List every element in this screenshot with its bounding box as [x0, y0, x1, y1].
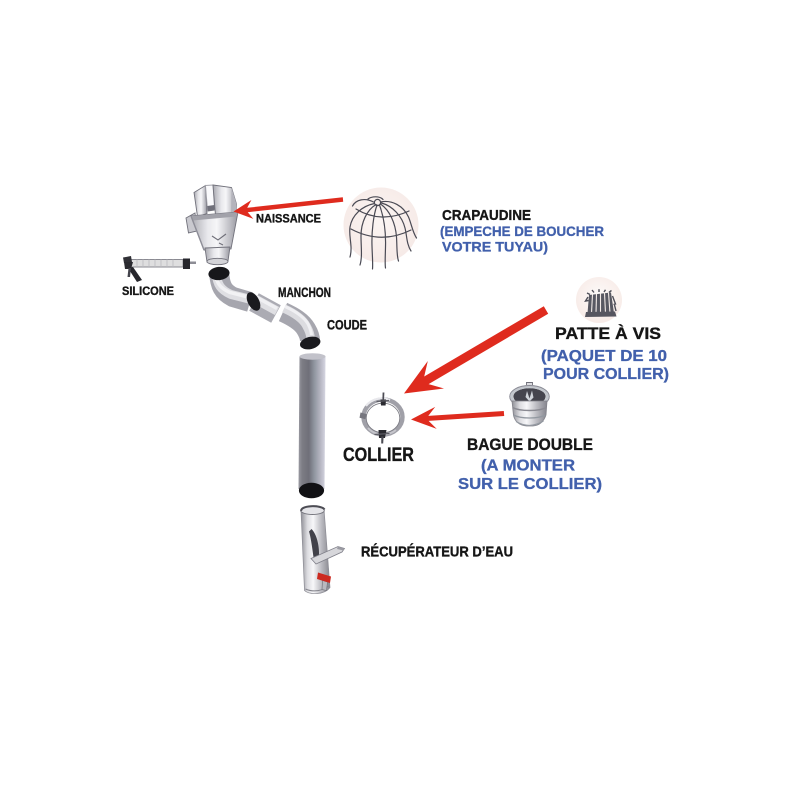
svg-text:RÉCUPÉRATEUR D’EAU: RÉCUPÉRATEUR D’EAU: [361, 544, 513, 561]
svg-text:MANCHON: MANCHON: [278, 285, 331, 300]
svg-text:PATTE À VIS: PATTE À VIS: [555, 324, 661, 343]
svg-text:(EMPECHE DE BOUCHER: (EMPECHE DE BOUCHER: [440, 223, 604, 239]
svg-text:VOTRE TUYAU): VOTRE TUYAU): [442, 239, 548, 255]
svg-text:CRAPAUDINE: CRAPAUDINE: [442, 207, 531, 224]
svg-text:BAGUE DOUBLE: BAGUE DOUBLE: [467, 435, 593, 454]
svg-text:COLLIER: COLLIER: [343, 444, 414, 466]
svg-text:(PAQUET DE 10: (PAQUET DE 10: [541, 348, 667, 365]
svg-text:COUDE: COUDE: [327, 318, 367, 333]
svg-text:POUR COLLIER): POUR COLLIER): [543, 366, 669, 383]
svg-text:SUR LE COLLIER): SUR LE COLLIER): [458, 476, 602, 493]
svg-text:SILICONE: SILICONE: [122, 284, 174, 298]
svg-text:NAISSANCE: NAISSANCE: [256, 214, 321, 226]
svg-text:(A MONTER: (A MONTER: [481, 458, 575, 475]
